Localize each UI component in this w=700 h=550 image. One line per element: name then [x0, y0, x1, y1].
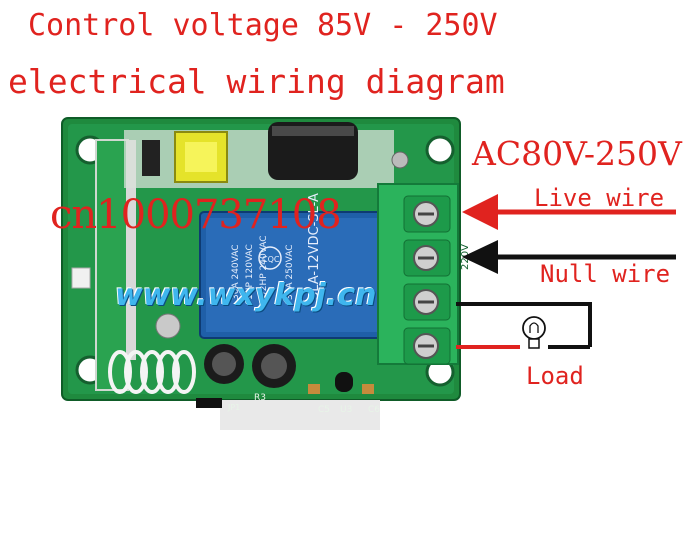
potentiometer: [155, 313, 181, 339]
test-switch: [391, 151, 409, 169]
silk-jp1: JP1: [227, 403, 240, 412]
watermark-site: www.wxykpj.cn: [115, 278, 377, 313]
smd-c6: [362, 384, 374, 394]
live-wire-label: Live wire: [534, 184, 665, 212]
capacitor-top: [261, 353, 287, 379]
led: [71, 267, 91, 289]
null-arrow: [462, 240, 498, 274]
silk-r3: R3: [254, 393, 266, 403]
silk-c6: C6: [368, 405, 380, 415]
diode: [142, 140, 160, 176]
antenna-coil: [108, 350, 196, 394]
transistor-u3: [335, 372, 353, 392]
null-wire-label: Null wire: [540, 260, 671, 288]
jumper-jp1: [196, 398, 222, 408]
capacitor-highlight: [272, 126, 354, 136]
title-line-2: electrical wiring diagram: [8, 62, 505, 101]
terminal-screws: [413, 201, 439, 359]
silk-c5: C5: [318, 405, 330, 415]
cqc-mark: [258, 246, 282, 270]
relay-brand: SLA-12VDC-SL-A: [307, 193, 322, 300]
smd-c5: [308, 384, 320, 394]
transformer-core: [185, 142, 217, 172]
watermark-code: cn1000737108: [50, 192, 342, 238]
capacitor-large: [268, 122, 358, 180]
relay-rating-1: 30A 250VAC: [285, 244, 295, 300]
relay-rating-2: 30A 240VAC: [231, 244, 241, 300]
load-wire-black: [456, 302, 592, 347]
board-shadow: [220, 400, 380, 430]
relay-rating-3: 1HP 120VAC: [245, 244, 255, 300]
live-arrow: [462, 194, 498, 230]
cqc-text: CQC: [262, 255, 280, 264]
relay-top: [206, 218, 392, 332]
mounting-hole: [425, 135, 455, 165]
silk-u3: U3: [340, 405, 352, 415]
title-line-1: Control voltage 85V - 250V: [28, 8, 498, 43]
voltage-label: AC80V-250V: [472, 134, 682, 173]
capacitor-top: [212, 352, 236, 376]
load-label: Load: [526, 362, 584, 390]
module-header: [126, 140, 136, 360]
lamp-icon: [522, 316, 546, 349]
